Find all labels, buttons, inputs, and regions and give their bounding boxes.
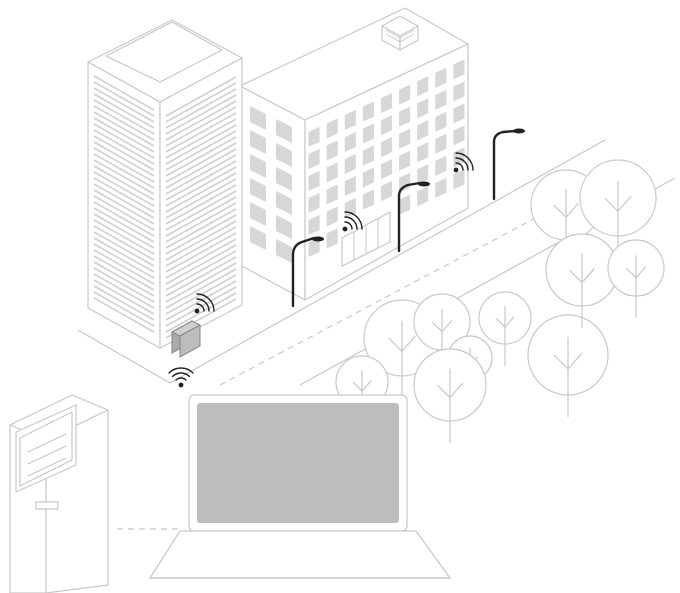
office-building <box>240 8 468 300</box>
server-tower <box>10 395 108 593</box>
laptop <box>150 395 450 578</box>
drive-slot <box>36 502 58 509</box>
office-tower <box>88 20 242 357</box>
street-lamp <box>494 129 525 200</box>
wifi-signal-icon <box>167 361 194 388</box>
tree <box>608 240 664 318</box>
tree <box>528 315 608 417</box>
laptop-screen <box>197 403 399 523</box>
tree <box>546 234 618 328</box>
office-building-side <box>240 86 305 300</box>
laptop-base <box>150 531 450 578</box>
tree <box>414 349 486 443</box>
